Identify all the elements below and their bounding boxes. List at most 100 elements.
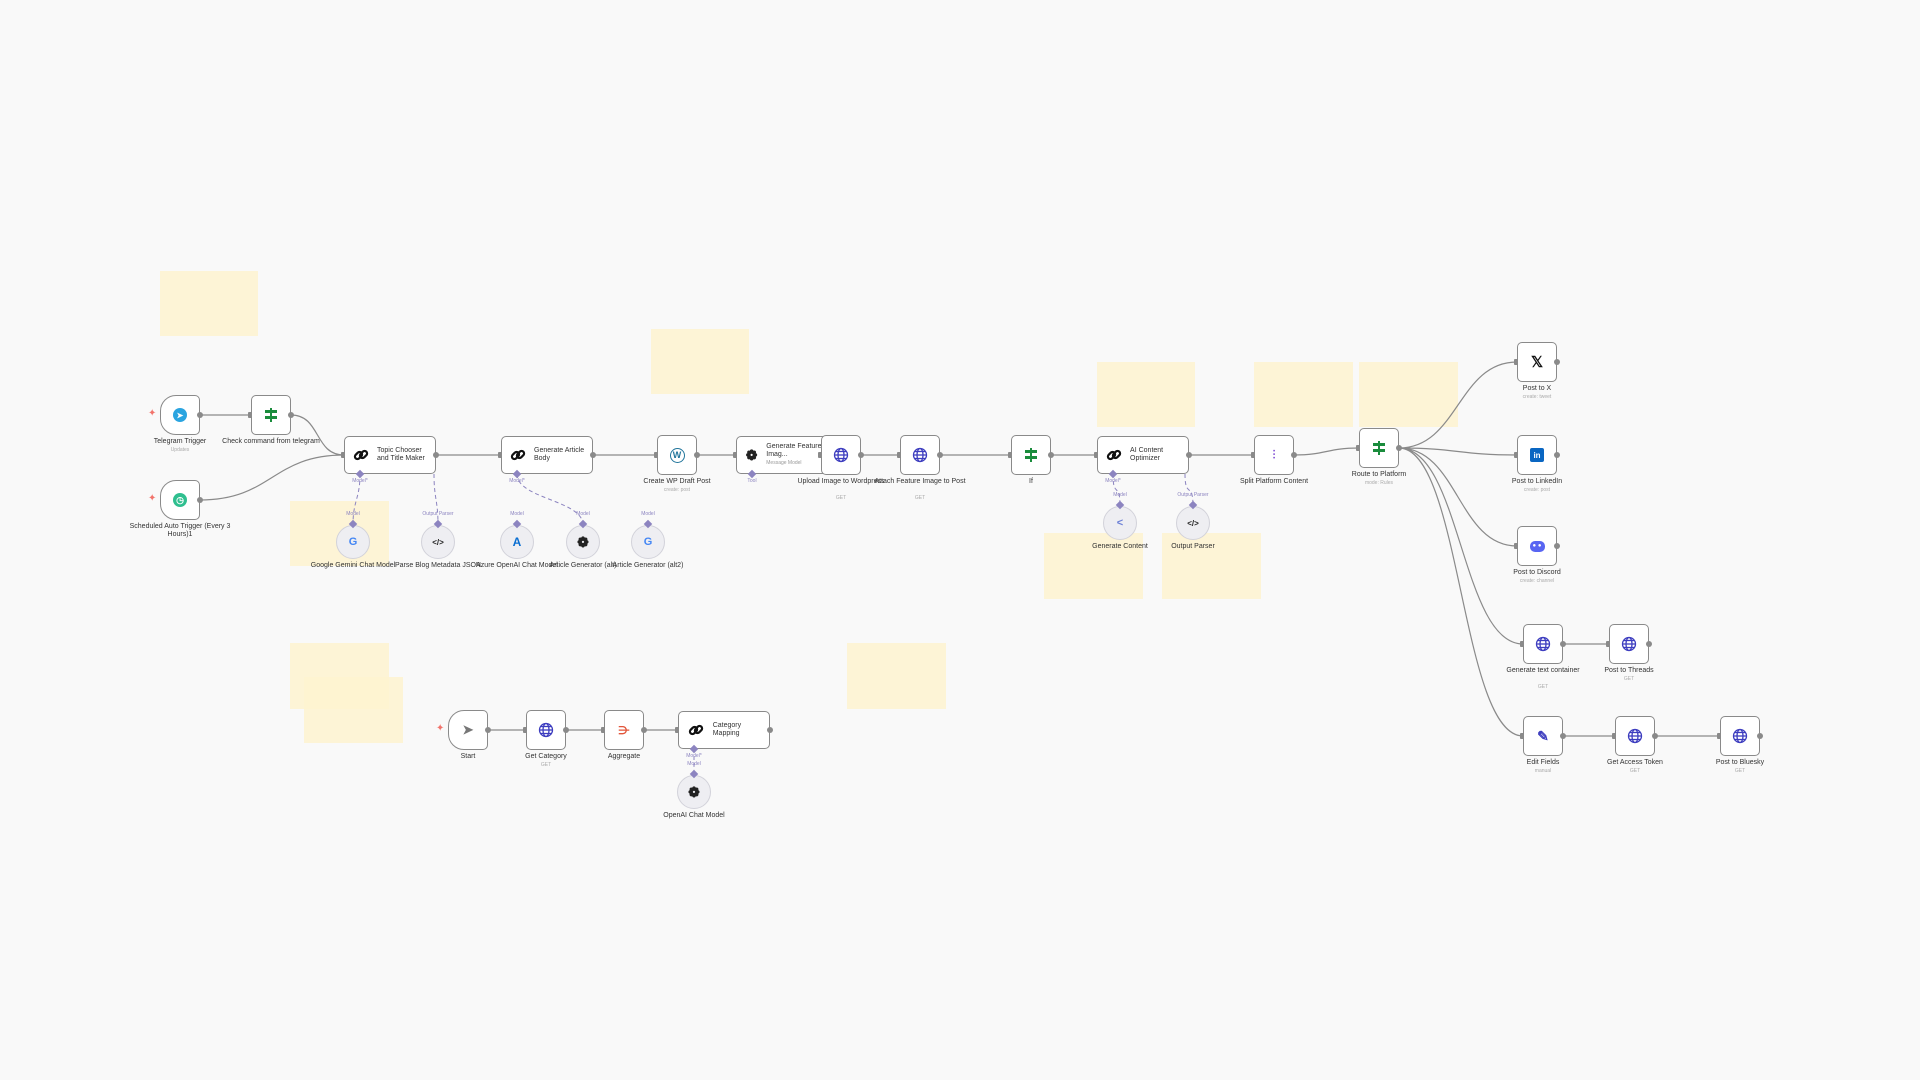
node-azure[interactable]: A	[500, 525, 534, 559]
node-body[interactable]: Generate Article Body	[501, 436, 593, 474]
node-container[interactable]	[1523, 624, 1563, 664]
node-catmap[interactable]: Category Mapping	[678, 711, 770, 749]
node-threads[interactable]	[1609, 624, 1649, 664]
input-handle[interactable]	[733, 452, 737, 458]
input-handle[interactable]	[1612, 733, 1616, 739]
ai-connection[interactable]	[433, 473, 439, 526]
output-handle[interactable]	[641, 727, 647, 733]
node-getcat[interactable]	[526, 710, 566, 750]
input-handle[interactable]	[654, 452, 658, 458]
sticky-note[interactable]	[1359, 362, 1458, 427]
node-alt[interactable]: ❁	[566, 525, 600, 559]
node-alt2[interactable]: G	[631, 525, 665, 559]
input-handle[interactable]	[1094, 452, 1098, 458]
sticky-note[interactable]	[651, 329, 749, 394]
sticky-note[interactable]	[1097, 362, 1195, 427]
output-handle[interactable]	[767, 727, 773, 733]
input-handle[interactable]	[341, 452, 345, 458]
input-handle[interactable]	[1008, 452, 1012, 458]
output-handle[interactable]	[433, 452, 439, 458]
output-handle[interactable]	[1554, 543, 1560, 549]
sticky-note[interactable]	[1254, 362, 1353, 427]
output-handle[interactable]	[1554, 359, 1560, 365]
output-handle[interactable]	[1646, 641, 1652, 647]
sticky-note[interactable]	[847, 643, 946, 709]
output-handle[interactable]	[1291, 452, 1297, 458]
node-topic[interactable]: Topic Chooser and Title Maker	[344, 436, 436, 474]
node-route[interactable]	[1359, 428, 1399, 468]
connection[interactable]	[1398, 447, 1518, 547]
input-handle[interactable]	[1514, 359, 1518, 365]
input-handle[interactable]	[1514, 452, 1518, 458]
output-handle[interactable]	[1396, 445, 1402, 451]
input-handle[interactable]	[818, 452, 822, 458]
connection[interactable]	[1398, 447, 1524, 645]
connection[interactable]	[1398, 447, 1524, 737]
sticky-note[interactable]	[160, 271, 258, 336]
output-handle[interactable]	[1560, 641, 1566, 647]
node-linkedin[interactable]: in	[1517, 435, 1557, 475]
output-handle[interactable]	[858, 452, 864, 458]
input-handle[interactable]	[1717, 733, 1721, 739]
input-handle[interactable]	[248, 412, 252, 418]
input-handle[interactable]	[523, 727, 527, 733]
node-gencontent[interactable]: <	[1103, 506, 1137, 540]
node-x[interactable]: 𝕏	[1517, 342, 1557, 382]
input-handle[interactable]	[1520, 733, 1524, 739]
node-featimg[interactable]: ❁Generate Featured Imag...Message Model	[736, 436, 828, 474]
input-handle[interactable]	[1606, 641, 1610, 647]
node-split[interactable]: ⫶	[1254, 435, 1294, 475]
node-upload[interactable]	[821, 435, 861, 475]
output-handle[interactable]	[590, 452, 596, 458]
input-handle[interactable]	[1356, 445, 1360, 451]
output-handle[interactable]	[288, 412, 294, 418]
sticky-note[interactable]	[1162, 533, 1261, 599]
ai-connection[interactable]	[516, 473, 584, 526]
node-attach[interactable]	[900, 435, 940, 475]
input-handle[interactable]	[601, 727, 605, 733]
node-bluesky[interactable]	[1720, 716, 1760, 756]
ai-connection[interactable]	[1184, 473, 1194, 507]
node-outparser[interactable]: </>	[1176, 506, 1210, 540]
sticky-note[interactable]	[304, 677, 403, 743]
node-token[interactable]	[1615, 716, 1655, 756]
node-optimizer[interactable]: AI Content Optimizer	[1097, 436, 1189, 474]
node-wp[interactable]: W	[657, 435, 697, 475]
node-aggregate[interactable]: ⋺	[604, 710, 644, 750]
output-handle[interactable]	[1554, 452, 1560, 458]
output-handle[interactable]	[1560, 733, 1566, 739]
connection[interactable]	[290, 414, 345, 456]
connection[interactable]	[199, 454, 345, 501]
output-handle[interactable]	[937, 452, 943, 458]
ai-connection[interactable]	[1112, 473, 1121, 507]
input-handle[interactable]	[897, 452, 901, 458]
node-check[interactable]	[251, 395, 291, 435]
node-gemini[interactable]: G	[336, 525, 370, 559]
input-handle[interactable]	[1514, 543, 1518, 549]
output-handle[interactable]	[197, 412, 203, 418]
node-schedule[interactable]: ◷	[160, 480, 200, 520]
node-editfields[interactable]: ✎	[1523, 716, 1563, 756]
connection[interactable]	[1293, 447, 1360, 456]
node-parse[interactable]: </>	[421, 525, 455, 559]
input-handle[interactable]	[1251, 452, 1255, 458]
node-start[interactable]: ➤	[448, 710, 488, 750]
input-handle[interactable]	[675, 727, 679, 733]
output-handle[interactable]	[1652, 733, 1658, 739]
output-handle[interactable]	[1757, 733, 1763, 739]
output-handle[interactable]	[563, 727, 569, 733]
sticky-note[interactable]	[1044, 533, 1143, 599]
output-handle[interactable]	[197, 497, 203, 503]
connection[interactable]	[1398, 361, 1518, 449]
connection[interactable]	[1398, 447, 1518, 456]
node-if[interactable]	[1011, 435, 1051, 475]
input-handle[interactable]	[1520, 641, 1524, 647]
input-handle[interactable]	[498, 452, 502, 458]
node-telegram[interactable]: ➤	[160, 395, 200, 435]
output-handle[interactable]	[485, 727, 491, 733]
node-discord[interactable]: ● ●	[1517, 526, 1557, 566]
output-handle[interactable]	[694, 452, 700, 458]
output-handle[interactable]	[1186, 452, 1192, 458]
node-openai[interactable]: ❁	[677, 775, 711, 809]
output-handle[interactable]	[1048, 452, 1054, 458]
